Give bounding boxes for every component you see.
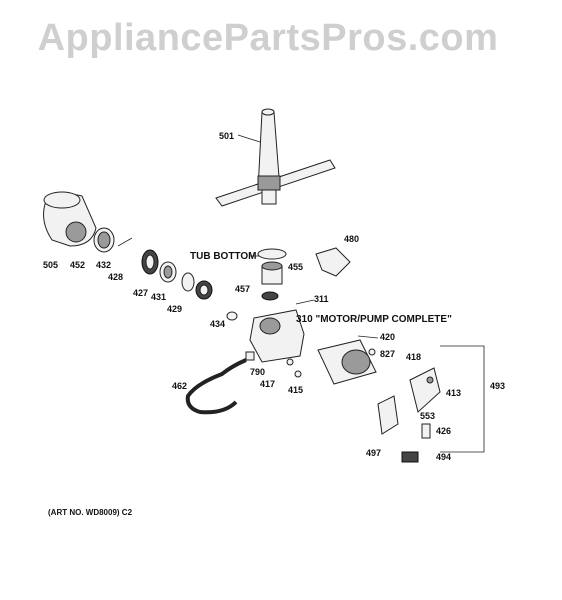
label-434: 434 <box>210 319 225 329</box>
label-432: 432 <box>96 260 111 270</box>
bracket-418[interactable] <box>409 367 441 413</box>
label-417: 417 <box>260 379 275 389</box>
label-310-motor-pump-complete: 310 "MOTOR/PUMP COMPLETE" <box>296 314 452 325</box>
part-790[interactable] <box>245 351 255 361</box>
part-497[interactable] <box>377 395 399 435</box>
watermark-text: AppliancePartsPros.com <box>38 17 499 59</box>
label-429: 429 <box>167 304 182 314</box>
label-426: 426 <box>436 426 451 436</box>
spray-arm-501[interactable] <box>215 108 336 207</box>
label-420: 420 <box>380 332 395 342</box>
label-452: 452 <box>70 260 85 270</box>
motor[interactable] <box>317 339 377 385</box>
label-494: 494 <box>436 452 451 462</box>
label-tub-bottom: TUB BOTTOM <box>190 251 256 262</box>
label-497: 497 <box>366 448 381 458</box>
part-426[interactable] <box>421 423 431 439</box>
label-311: 311 <box>314 294 329 304</box>
label-428: 428 <box>108 272 123 282</box>
part-431[interactable] <box>181 272 195 292</box>
label-455: 455 <box>288 262 303 272</box>
art-number: (ART NO. WD8009) C2 <box>48 508 133 517</box>
part-427[interactable] <box>159 261 177 283</box>
hose-462[interactable] <box>185 358 247 415</box>
label-418: 418 <box>406 352 421 362</box>
pump-housing-311[interactable] <box>249 299 315 363</box>
part-827[interactable] <box>368 348 376 356</box>
impeller-428[interactable] <box>141 249 159 275</box>
part-420[interactable] <box>357 335 379 339</box>
label-457: 457 <box>235 284 250 294</box>
label-415: 415 <box>288 385 303 395</box>
label-480: 480 <box>344 234 359 244</box>
label-827: 827 <box>380 349 395 359</box>
label-493: 493 <box>490 381 505 391</box>
label-553: 553 <box>420 411 435 421</box>
label-790: 790 <box>250 367 265 377</box>
part-494[interactable] <box>401 451 419 463</box>
sump-inlet-505[interactable] <box>43 191 97 247</box>
label-427: 427 <box>133 288 148 298</box>
part-415[interactable] <box>294 370 302 378</box>
label-431: 431 <box>151 292 166 302</box>
label-462: 462 <box>172 381 187 391</box>
part-457[interactable] <box>261 291 279 301</box>
part-417[interactable] <box>286 358 294 366</box>
gasket-455[interactable] <box>257 248 287 285</box>
part-434[interactable] <box>226 311 238 321</box>
part-480[interactable] <box>315 247 351 277</box>
clamp-452[interactable] <box>93 227 115 253</box>
part-429[interactable] <box>195 280 213 300</box>
part-432[interactable] <box>117 237 133 247</box>
group-493-bracket <box>440 345 485 453</box>
label-501: 501 <box>219 131 234 141</box>
label-413: 413 <box>446 388 461 398</box>
label-505: 505 <box>43 260 58 270</box>
